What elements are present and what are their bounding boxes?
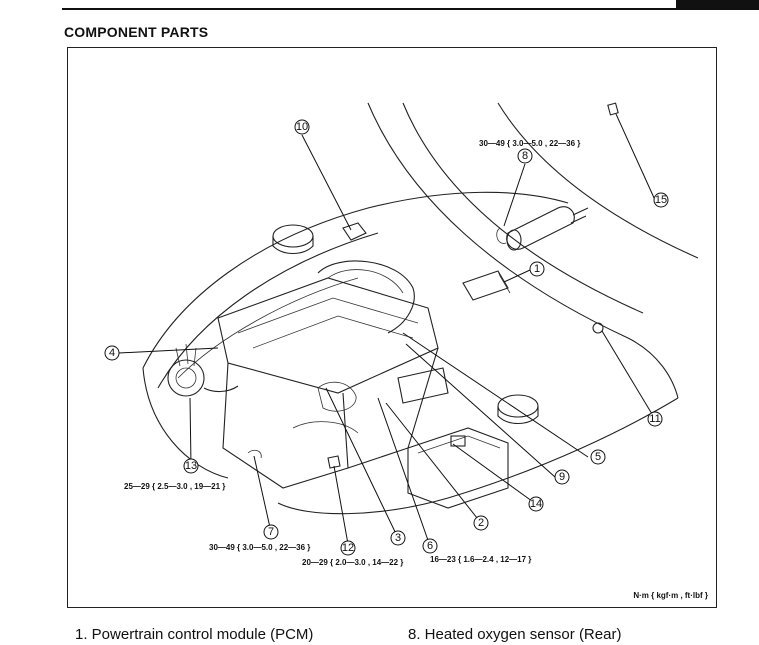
sensor-part-12 [327,455,341,469]
svg-text:7: 7 [268,526,274,538]
strut-towers [272,224,539,425]
svg-text:14: 14 [530,498,542,510]
svg-text:9: 9 [559,471,565,483]
svg-text:6: 6 [427,540,433,552]
svg-text:4: 4 [109,347,115,359]
relay-part-15 [607,102,619,116]
svg-text:10: 10 [296,121,308,133]
torque-spec-13: 25—29 { 2.5—3.0 , 19—21 } [124,482,226,491]
svg-text:5: 5 [595,451,601,463]
page-corner-mark [676,0,759,10]
svg-text:12: 12 [342,542,354,554]
callout-7: 7 [263,524,279,540]
left-components [167,343,239,397]
svg-text:15: 15 [655,194,667,206]
engine-block [217,260,449,489]
leader-lines [118,113,656,547]
body-outline [142,102,699,515]
diagram-frame: 1 2 3 4 5 6 7 8 9 10 11 12 13 14 15 30—4… [67,47,717,608]
svg-text:1: 1 [534,263,540,275]
callout-5: 5 [590,449,606,465]
relay-box [407,427,509,509]
units-note: N·m { kgf·m , ft·lbf } [633,591,708,600]
section-heading: COMPONENT PARTS [64,24,209,40]
torque-spec-8: 30—49 { 3.0—5.0 , 22—36 } [479,139,581,148]
legend-item-1: 1. Powertrain control module (PCM) [75,626,314,643]
callout-4: 4 [104,345,120,361]
callout-6: 6 [422,538,438,554]
torque-spec-7: 30—49 { 3.0—5.0 , 22—36 } [209,543,311,552]
torque-spec-12: 20—29 { 2.0—3.0 , 14—22 } [302,558,404,567]
callout-3: 3 [390,530,406,546]
callout-15: 15 [653,192,669,208]
engine-bay-diagram: 1 2 3 4 5 6 7 8 9 10 11 12 13 14 15 [104,102,699,556]
torque-spec-6: 16—23 { 1.6—2.4 , 12—17 } [430,555,532,564]
callout-14: 14 [528,496,544,512]
sensor-part-10 [342,222,367,241]
top-rule [62,8,682,10]
svg-text:8: 8 [522,150,528,162]
callout-8: 8 [517,148,533,164]
pcm-unit [462,270,511,301]
svg-text:11: 11 [649,413,660,425]
callout-1: 1 [529,261,545,277]
callout-10: 10 [294,119,310,135]
callout-11: 11 [647,411,663,427]
callout-2: 2 [473,515,489,531]
sensor-part-11 [592,322,604,334]
callout-12: 12 [340,540,356,556]
callout-13: 13 [183,458,199,474]
svg-text:13: 13 [185,460,197,472]
catalytic-converter [496,206,589,251]
callout-9: 9 [554,469,570,485]
svg-text:2: 2 [478,517,484,529]
legend-item-8: 8. Heated oxygen sensor (Rear) [408,626,622,643]
svg-text:3: 3 [395,532,401,544]
sensor-part-7 [247,449,262,459]
